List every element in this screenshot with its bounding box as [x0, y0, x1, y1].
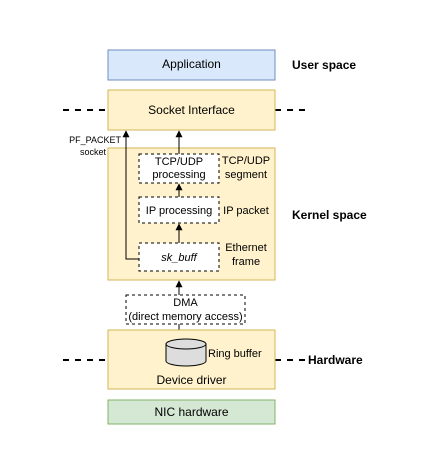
device-driver-label: Device driver — [156, 373, 226, 387]
pf-packet-label-line1: PF_PACKET — [69, 135, 121, 145]
ethernet-frame-label-line2: frame — [232, 256, 260, 268]
tcp-udp-processing-box — [138, 153, 220, 184]
ip-processing-label: IP processing — [146, 205, 212, 217]
ethernet-frame-label-line1: Ethernet — [225, 242, 267, 254]
sk-buff-label: sk_buff — [161, 252, 197, 264]
sk-buff-box — [138, 242, 220, 272]
application-box — [107, 49, 276, 81]
application-label: Application — [162, 57, 221, 71]
ring-buffer-icon — [165, 338, 207, 367]
socket-interface-box — [107, 89, 276, 131]
tcp-udp-processing-label-line2: processing — [152, 169, 205, 181]
ip-packet-label: IP packet — [223, 205, 269, 217]
user-space-label: User space — [292, 58, 356, 72]
tcp-udp-segment-label-line2: segment — [225, 169, 267, 181]
dma-label-line1: DMA — [173, 297, 198, 309]
tcp-udp-processing-label-line1: TCP/UDP — [155, 156, 203, 168]
hardware-label: Hardware — [308, 353, 363, 367]
kernel-space-label: Kernel space — [292, 208, 367, 222]
socket-interface-label: Socket Interface — [148, 103, 235, 117]
pf-packet-label-line2: socket — [80, 147, 107, 157]
nic-hardware-box — [107, 399, 276, 425]
dma-label-line2: (direct memory access) — [128, 311, 242, 323]
tcp-udp-segment-label-line1: TCP/UDP — [222, 155, 270, 167]
ring-buffer-label: Ring buffer — [208, 348, 262, 360]
dma-box — [125, 294, 246, 325]
nic-hardware-label: NIC hardware — [154, 405, 228, 419]
arrow-pf-packet-path — [122, 130, 139, 260]
ip-processing-box — [138, 196, 220, 224]
